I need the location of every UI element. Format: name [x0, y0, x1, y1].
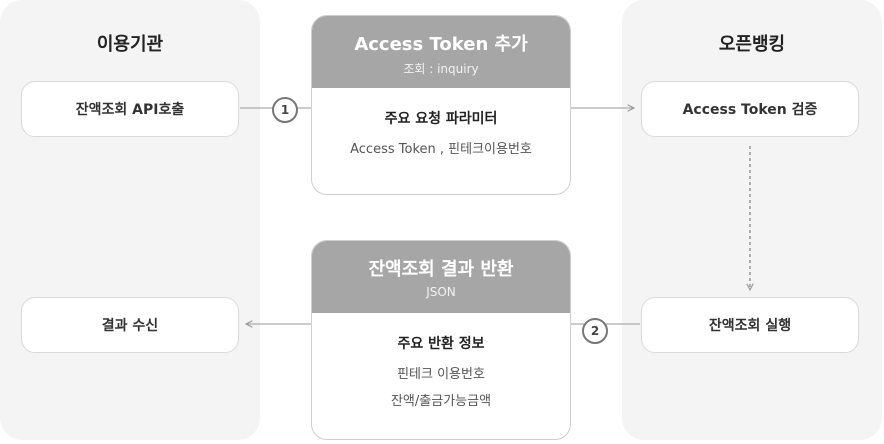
card-balance-result-header: 잔액조회 결과 반환 JSON: [312, 241, 570, 313]
right-column-title: 오픈뱅킹: [718, 34, 786, 55]
card-balance-result-body-title: 주요 반환 정보: [397, 336, 485, 352]
node-result-receive: 결과 수신: [21, 297, 239, 353]
card-access-token-title: Access Token 추가: [354, 34, 528, 55]
card-access-token: Access Token 추가 조회 : inquiry 주요 요청 파라미터 …: [311, 15, 571, 195]
card-balance-result-body: 주요 반환 정보 핀테크 이용번호 잔액/출금가능금액: [312, 313, 570, 409]
card-balance-result: 잔액조회 결과 반환 JSON 주요 반환 정보 핀테크 이용번호 잔액/출금가…: [311, 240, 571, 440]
left-column-title: 이용기관: [96, 34, 164, 55]
left-column: 이용기관: [0, 0, 260, 440]
card-access-token-body-line: Access Token , 핀테크이용번호: [350, 142, 532, 157]
right-column: 오픈뱅킹: [622, 0, 882, 440]
node-token-verify: Access Token 검증: [641, 81, 859, 137]
step-badge-2: 2: [582, 318, 608, 344]
step-badge-1: 1: [272, 97, 298, 123]
card-balance-result-title: 잔액조회 결과 반환: [368, 259, 514, 280]
node-balance-execute: 잔액조회 실행: [641, 297, 859, 353]
card-balance-result-body-line-2: 잔액/출금가능금액: [390, 394, 492, 409]
card-balance-result-body-line-1: 핀테크 이용번호: [397, 367, 485, 382]
node-balance-api-call: 잔액조회 API호출: [21, 81, 239, 137]
card-balance-result-subtitle: JSON: [426, 285, 456, 299]
card-access-token-body-title: 주요 요청 파라미터: [384, 111, 498, 127]
card-access-token-body: 주요 요청 파라미터 Access Token , 핀테크이용번호: [312, 88, 570, 157]
card-access-token-header: Access Token 추가 조회 : inquiry: [312, 16, 570, 88]
card-access-token-subtitle: 조회 : inquiry: [403, 62, 479, 76]
